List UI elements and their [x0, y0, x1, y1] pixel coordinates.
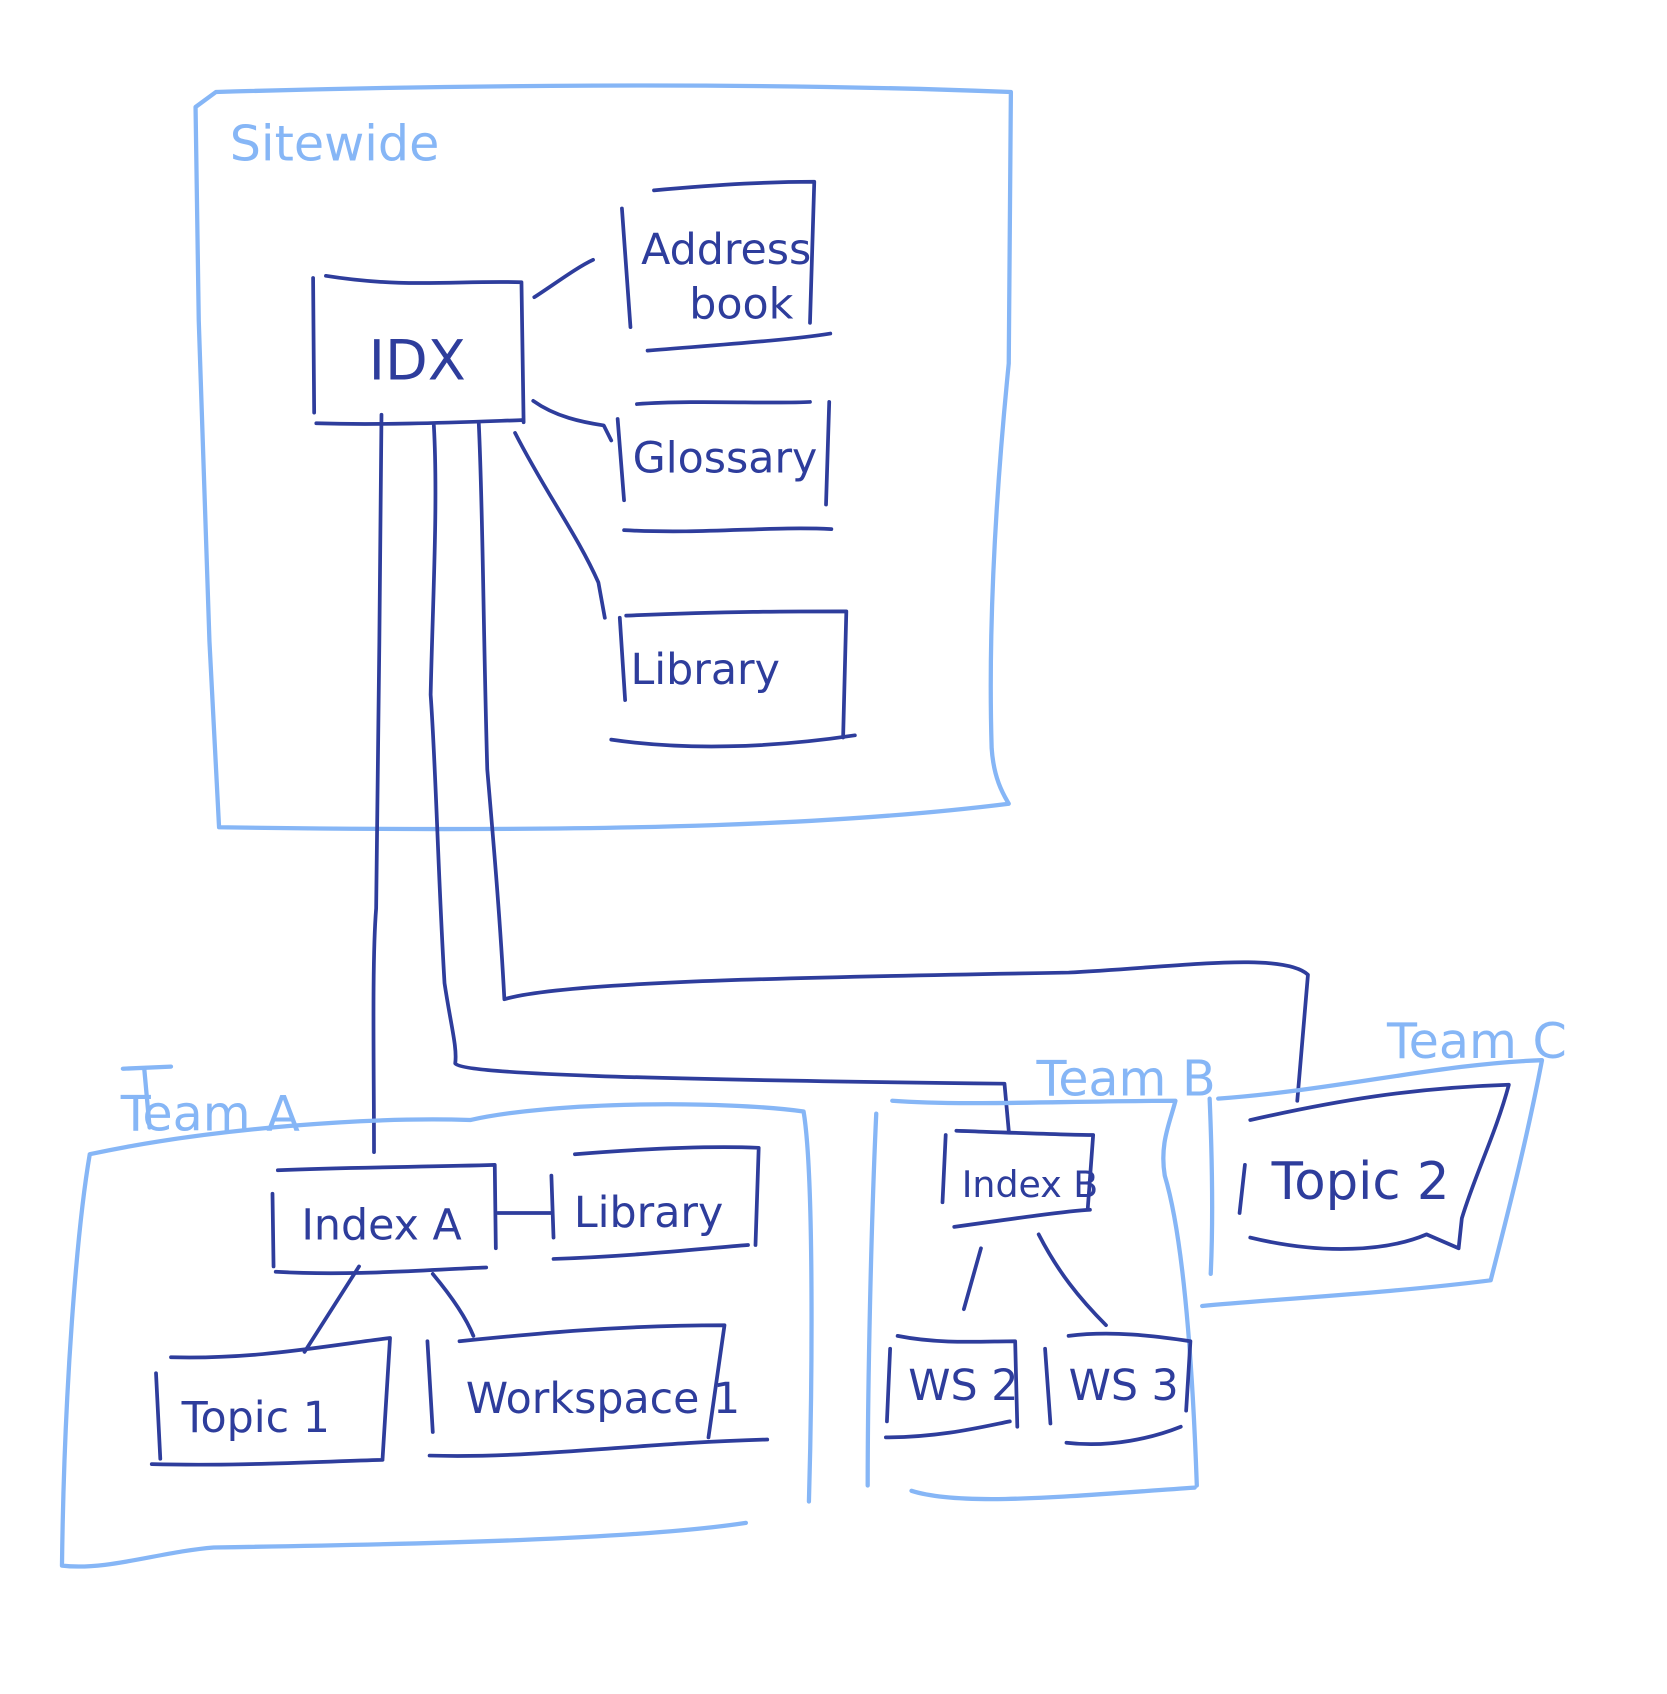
edge-idx-topic-2 — [476, 420, 1310, 1103]
node-label-index-b: Index B — [962, 1163, 1098, 1206]
group-label-team-c: Team C — [1386, 1012, 1567, 1070]
edge-idx-library — [513, 431, 607, 620]
node-label-address-book-1: Address — [641, 225, 811, 275]
node-glossary[interactable]: Glossary — [615, 400, 834, 534]
group-team-a: Team A — [59, 1064, 814, 1569]
node-library-team-a[interactable]: Library — [551, 1145, 761, 1261]
node-label-address-book-2: book — [689, 280, 793, 330]
node-label-library-sitewide: Library — [630, 645, 779, 695]
node-idx[interactable]: IDX — [311, 273, 526, 426]
node-workspace-1[interactable]: Workspace 1 — [425, 1323, 770, 1458]
group-sitewide: Sitewide — [193, 83, 1014, 832]
edge-idx-glossary — [531, 398, 614, 443]
node-label-library-team-a: Library — [574, 1188, 723, 1238]
node-label-topic-2: Topic 2 — [1271, 1152, 1450, 1212]
edge-idx-address-book — [532, 257, 595, 300]
node-index-a[interactable]: Index A — [270, 1163, 498, 1276]
group-label-sitewide: Sitewide — [230, 114, 440, 172]
edge-idx-index-a — [371, 412, 384, 1154]
node-label-index-a: Index A — [301, 1201, 461, 1251]
node-ws2[interactable]: WS 2 — [883, 1334, 1020, 1440]
edge-index-a-library — [496, 1173, 556, 1240]
node-topic-1[interactable]: Topic 1 — [149, 1336, 392, 1467]
group-label-team-a: Team A — [120, 1085, 301, 1143]
edges-index-a-children — [302, 1264, 476, 1354]
edges-index-b-children — [961, 1232, 1108, 1328]
node-address-book[interactable]: Address book — [620, 179, 833, 353]
node-topic-2[interactable]: Topic 2 — [1237, 1082, 1511, 1251]
node-label-workspace-1: Workspace 1 — [466, 1374, 740, 1424]
node-library-sitewide[interactable]: Library — [609, 609, 857, 749]
node-ws3[interactable]: WS 3 — [1043, 1331, 1193, 1447]
node-label-ws3: WS 3 — [1069, 1361, 1179, 1411]
node-label-glossary: Glossary — [633, 433, 818, 483]
group-team-b: Team B — [865, 1049, 1216, 1502]
node-label-idx: IDX — [369, 328, 466, 393]
node-label-topic-1: Topic 1 — [181, 1393, 330, 1443]
node-label-ws2: WS 2 — [908, 1361, 1018, 1411]
group-team-c: Team C — [1200, 1012, 1567, 1309]
group-label-team-b: Team B — [1036, 1049, 1216, 1107]
node-index-b[interactable]: Index B — [940, 1128, 1098, 1229]
edge-idx-index-b — [428, 423, 1011, 1133]
